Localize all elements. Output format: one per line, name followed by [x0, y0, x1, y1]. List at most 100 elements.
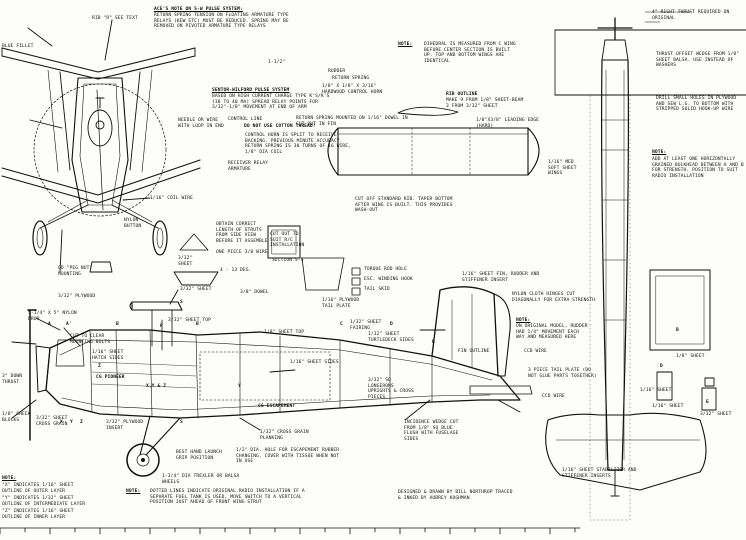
sheet-top-label: 3/32" SHEET TOP [168, 318, 211, 323]
mid-sheet-label: 1/16" SHEET [640, 388, 672, 393]
station-letter: B [116, 322, 119, 327]
ace-note: RETURN SPRING TENSION ON FLOATING ARMATU… [154, 13, 289, 30]
legend-y: "Y" INDICATES 1/32" SHEET OUTLINE OF INT… [2, 496, 86, 507]
station-letter: P [160, 324, 163, 329]
part-e-sheet-label: 3/32" SHEET [700, 412, 732, 417]
control-line-label: CONTROL LINE [228, 117, 263, 122]
rib-outline-note: MAKE 9 FROM 1/8" SHEET-BEAM 3 FROM 3/32"… [446, 98, 524, 109]
rib-r-label: RIB "R" SEE TEXT [92, 16, 138, 21]
station-letter: D [390, 322, 393, 327]
ccd-wire-label: CCD WIRE [524, 349, 547, 354]
sheet-3-32-label: 3/32" SHEET [180, 287, 212, 292]
part-letter: B [676, 328, 679, 333]
station-letter: S [180, 420, 183, 425]
obtain-struts-note: OBTAIN CORRECT LENGTH OF STRUTS FROM SID… [216, 222, 268, 244]
sheet-wings-label: 1/16" MED SOFT SHEET WINGS [548, 160, 577, 177]
side-view [11, 286, 533, 477]
station-letter: A' [66, 322, 72, 327]
right-thrust-note: 4° RIGHT THRUST REQUIRED ON ORIGINAL [652, 10, 730, 21]
incidence-wedge-note: INCIDENCE WEDGE CUT FROM 1/8" SQ BLUE FL… [404, 420, 459, 442]
dim-1-5: 1-1/2" [268, 60, 286, 65]
fin-outline-label: FIN OUTLINE [458, 349, 490, 354]
station-letter: C [340, 322, 343, 327]
designer-credit: DESIGNED & DRAWN BY BILL NORTHROP TRACED… [398, 490, 513, 501]
ace-note-title: ACE'S NOTE ON S-W PULSE SYSTEM: [154, 7, 243, 12]
dowel-label: 3/8" DOWEL [240, 290, 269, 295]
needle-label: NEEDLE OR WIRE WITH LOOP IN END [178, 118, 224, 129]
station-letter: E [432, 340, 435, 345]
cross-grain-label: 3/32" SHEET CROSS GRAIN [36, 416, 68, 427]
ccd-wire-label-2: CCD WIRE [542, 394, 565, 399]
layer-label: X,Y & Z [146, 384, 167, 389]
small-parts [89, 225, 717, 411]
original-model-note: ON ORIGINAL MODEL, RUDDER HAD 1/4" MOVEM… [516, 324, 588, 341]
sheet-sides-label: 1/16" SHEET SIDES [290, 360, 339, 365]
layer-label: Z [98, 364, 101, 369]
leading-edge-label: 1/8"X3/8" LEADING EDGE (HARD) [476, 118, 540, 129]
scale-ruler [0, 527, 581, 535]
station-letter: X [60, 420, 63, 425]
legend-z: "Z" INDICATES 1/16" SHEET OUTLINE OF INN… [2, 509, 74, 520]
ply-insert-label: 3/32" PLYWOOD INSERT [106, 420, 144, 431]
longerons-label: 3/32" SQ LONGERONS UPRIGHTS & CROSS PIEC… [368, 378, 414, 400]
cg-pioneer-label: CG PIONEER [96, 375, 125, 380]
rudder-label: RUDDER [328, 69, 346, 74]
one-piece-wire-label: ONE PIECE 3/8 WIRE [216, 250, 268, 255]
cg-escapement-label: CG ESCAPEMENT [258, 404, 296, 409]
tail-skid-label: TAIL SKID [364, 287, 390, 292]
part-d-sheet-label: 1/16" SHEET [652, 404, 684, 409]
cut-clear-label: CUT TO CLEAR MOUNTING BOLTS [70, 334, 111, 345]
nylon-button-label: NYLON BUTTON [124, 218, 142, 229]
blue-fillet-label: BLUE FILLET [2, 44, 34, 49]
part-b-sheet-label: 1/8" SHEET [676, 354, 705, 359]
coil-wire-label: 1/16" COIL WIRE [150, 196, 193, 201]
dotted-note-title: NOTE: [126, 489, 141, 494]
plan-view [545, 11, 746, 497]
gusset-label: 3/32" SHEET [178, 256, 193, 267]
angle-label: 4 - 13 DEG. [220, 268, 252, 273]
sheet-top2-label: 1/8" SHEET TOP [264, 330, 305, 335]
bulkhead-note-title: NOTE: [652, 150, 667, 155]
cross-grain-planking-label: 1/32" CROSS GRAIN PLANKING [260, 430, 309, 441]
legend-title: NOTE: [2, 476, 17, 481]
drill-holes-note: DRILL SMALL HOLES IN PLYWOOD AND SEW L.G… [656, 96, 737, 113]
cut-out-fit-label: CUT OUT TO SUIT R/C INSTALLATION [270, 232, 305, 249]
station-letter: Z [80, 420, 83, 425]
front-view [1, 19, 201, 273]
cheek-blocks-label: 1/8" CHEEK BLOCKS [2, 412, 31, 423]
pulse-system-title: SENTOR-WILFORD PULSE SYSTEM [212, 88, 290, 93]
horn-label: 1/8" X 1/8" X 3/16" HARDWOOD CONTROL HOR… [322, 84, 383, 95]
down-thrust-label: 3° DOWN THRUST [2, 374, 23, 385]
dotted-lines-note: DOTTED LINES INDICATE ORIGINAL RADIO INS… [150, 489, 305, 506]
cd-pegs-label: CD "PEG NUT" MOUNTING [58, 266, 93, 277]
winding-hook-label: ESC. WINDING HOOK [364, 277, 413, 282]
prop-label: 5-1/4" X 5" NYLON PROP [28, 311, 77, 322]
tail-plate-note: 3 PIECE TAIL PLATE (DO NOT GLUE PARTS TO… [528, 368, 597, 379]
part-letter: E [706, 400, 709, 405]
original-model-note-title: NOTE: [516, 318, 531, 323]
pulse-system-note: BASED ON HIGH CURRENT CHARGE TYPE K'S/K'… [212, 94, 330, 111]
fin-rudder-label: 1/16" SHEET FIN, RUDDER AND STIFFENER IN… [462, 272, 540, 283]
layer-label: Y [238, 384, 241, 389]
legend-x: "X" INDICATES 1/16" SHEET OUTLINE OF OUT… [2, 483, 74, 494]
station-letter: S [180, 300, 183, 305]
receiver-relay-label: RECEIVER RELAY ARMATURE [228, 161, 269, 172]
ply-3-32-label: 3/32" PLYWOOD [58, 294, 96, 299]
hinges-label: NYLON CLOTH HINGES CUT DIAGONALLY FOR EX… [512, 292, 596, 303]
top-view-wing [327, 94, 631, 521]
dihedral-note-title: NOTE: [398, 42, 413, 47]
turtledeck-label: 1/32" SHEET TURTLEDECK SIDES [368, 332, 414, 343]
stabilizer-label: 1/16" SHEET STABILIZER AND STIFFENER INS… [562, 468, 637, 479]
cut-off-note: CUT OFF STANDARD RIB. TAPER BOTTOM AFTER… [355, 197, 453, 214]
spring-mount-note: RETURN SPRING MOUNTED ON 1/16" DOWEL IN … [296, 116, 408, 127]
dihedral-note: DIHEDRAL IS MEASURED FROM C WING BEFORE … [424, 42, 516, 64]
bulkhead-note: ADD AT LEAST ONE HORIZONTALLY GRAINED BU… [652, 157, 744, 179]
thrust-wedge-note: THRUST OFFSET WEDGE FROM 1/8" SHEET BALS… [656, 52, 740, 69]
station-letter: Y [70, 420, 73, 425]
torque-rod-label: TORQUE ROD HOLE [364, 267, 407, 272]
station-letter: A [48, 322, 51, 327]
ply-tail-plate-label: 1/16" PLYWOOD TAIL PLATE [322, 298, 360, 309]
section-s-label: SECTION S-S [272, 258, 304, 263]
